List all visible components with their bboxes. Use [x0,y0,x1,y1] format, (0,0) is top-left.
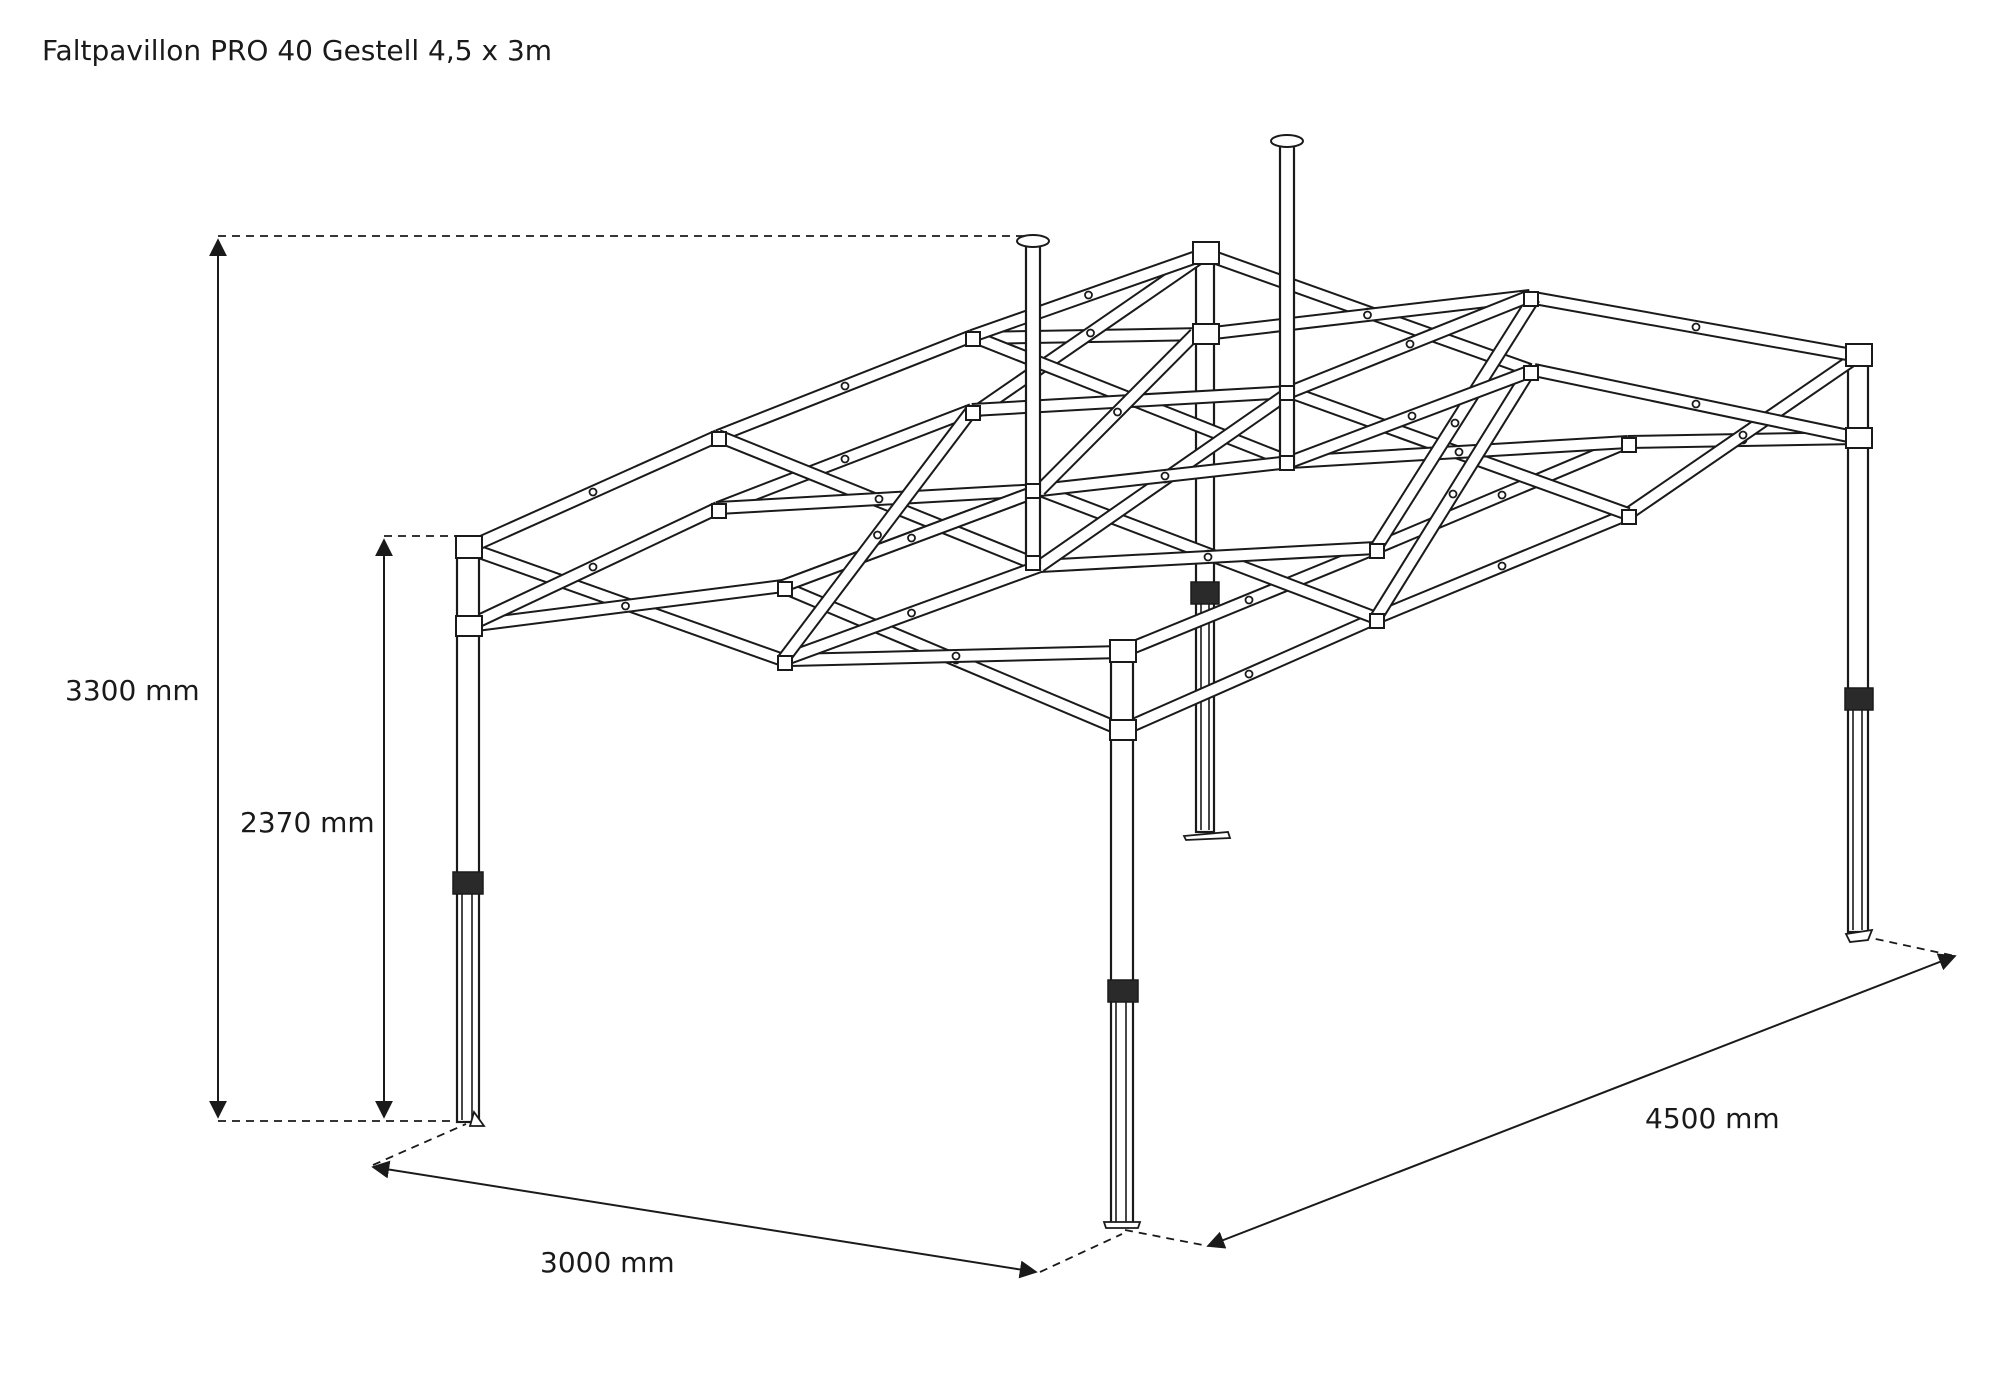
pivot-point [1691,399,1701,409]
scissor-frame [465,247,1862,737]
length-label: 4500 mm [1645,1102,1780,1135]
pivot-point [840,454,850,464]
pivot-point [951,651,961,661]
pivot-point [907,608,916,618]
pivot-point [1203,552,1213,562]
width-label: 3000 mm [540,1246,675,1279]
pivot-point [1454,447,1464,457]
pivot-point [1084,290,1093,300]
slider-joint [1192,323,1220,345]
edge-bracket [1523,365,1539,381]
dimension-length: 4500 mm [1124,935,1957,1249]
pivot-point [621,601,630,611]
pivot-point [1244,595,1254,605]
edge-bracket [965,405,981,421]
edge-bracket [1621,509,1637,525]
pivot-point [1691,322,1701,332]
pivot-point [1160,471,1170,481]
frame-joints [455,241,1873,741]
edge-bracket [1523,291,1539,307]
dimension-total-height: 3300 mm [65,235,1030,1122]
dimension-side-height: 2370 mm [240,535,455,1119]
pivot-point [1448,489,1458,499]
center-hub [1279,385,1295,401]
slider-joint [455,615,483,637]
corner-cap [1845,343,1873,367]
pivot-point [1405,339,1415,349]
pivot-point [1086,328,1095,338]
pivot-point [588,487,598,497]
pivot-point [1450,418,1460,428]
pivot-point [588,562,598,572]
page-title: Faltpavillon PRO 40 Gestell 4,5 x 3m [42,34,552,67]
center-hub [1279,455,1295,471]
pivot-point [1113,407,1122,417]
slider-joint [1109,719,1137,741]
pivot-point [1363,310,1372,320]
pivot-point [1738,430,1748,440]
pivot-point [1407,411,1417,421]
edge-bracket [1369,543,1385,559]
corner-cap [455,535,483,559]
slider-joint [1845,427,1873,449]
pivot-point [1497,490,1507,500]
pivot-point [907,533,916,543]
edge-bracket [1369,613,1385,629]
edge-bracket [777,655,793,671]
pivot-point [1497,561,1507,571]
edge-bracket [777,581,793,597]
edge-bracket [1621,437,1637,453]
center-hub [1025,483,1041,499]
edge-bracket [711,503,727,519]
pivot-point [1244,669,1254,679]
pivot-point [873,530,882,540]
edge-bracket [711,431,727,447]
center-pole-right [1270,134,1304,466]
edge-bracket [965,331,981,347]
pivot-point [874,494,884,504]
corner-cap [1109,639,1137,663]
corner-cap [1192,241,1220,265]
side-height-label: 2370 mm [240,806,375,839]
pivot-point [840,381,850,391]
center-hub [1025,555,1041,571]
total-height-label: 3300 mm [65,674,200,707]
dimension-width: 3000 mm [371,1123,1123,1279]
